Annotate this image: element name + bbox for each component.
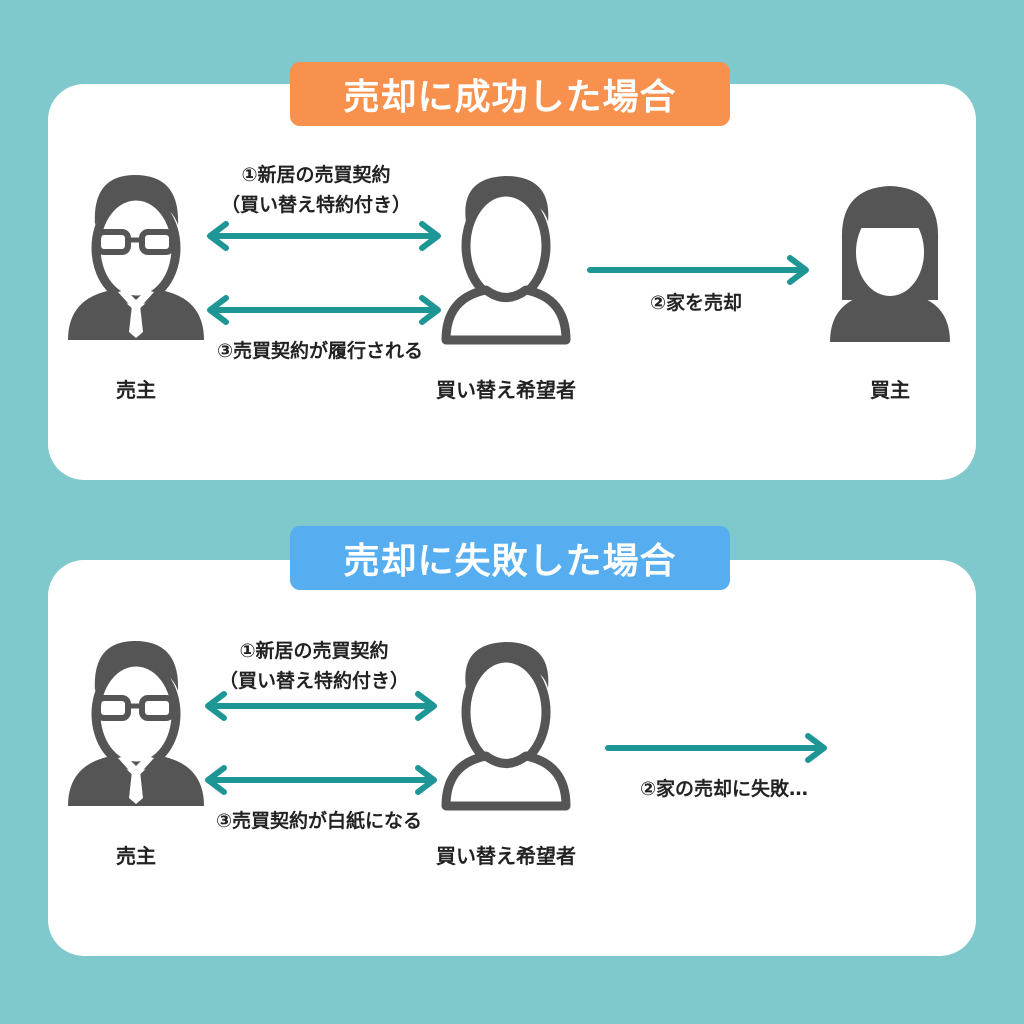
success-execute-label: ③売買契約が履行される <box>216 340 424 362</box>
success-contract-label-line2: （買い替え特約付き） <box>220 194 411 216</box>
success-contract-label-line1: ①新居の売買契約 <box>241 164 391 186</box>
replacer-label: 買い替え希望者 <box>436 378 576 402</box>
fail-void-label: ③売買契約が白紙になる <box>215 810 423 832</box>
success-sale-label: ②家を売却 <box>649 292 743 314</box>
fail-contract-label-line1: ①新居の売買契約 <box>239 640 389 662</box>
fail-header: 売却に失敗した場合 <box>290 526 730 590</box>
buyer-woman-icon <box>830 186 950 342</box>
seller-label-fail: 売主 <box>116 844 156 868</box>
buyer-label: 買主 <box>870 378 910 402</box>
success-header: 売却に成功した場合 <box>290 62 730 126</box>
seller-icon <box>68 175 204 340</box>
seller-icon-fail <box>68 641 204 806</box>
seller-label: 売主 <box>116 378 156 402</box>
fail-sale-label: ②家の売却に失敗… <box>639 778 809 800</box>
replacer-icon-fail <box>446 642 566 806</box>
fail-contract-label-line2: （買い替え特約付き） <box>218 670 409 692</box>
replacer-label-fail: 買い替え希望者 <box>436 844 576 868</box>
replacer-icon <box>446 176 566 340</box>
